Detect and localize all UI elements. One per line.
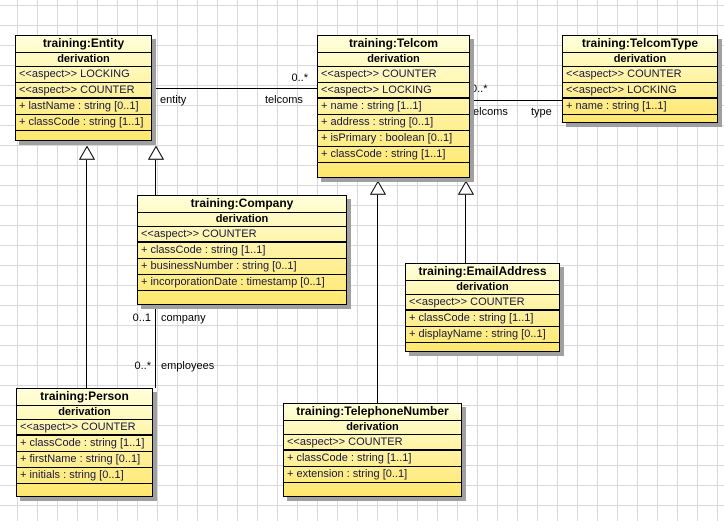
generalization-arrowhead-icon	[457, 180, 475, 195]
attribute-row: + businessNumber : string [0..1]	[138, 259, 346, 275]
generalization-line-person-to-entity[interactable]	[86, 160, 87, 388]
attribute-row: + initials : string [0..1]	[17, 468, 152, 484]
class-title: training:TelephoneNumber	[284, 404, 461, 421]
association-line-telcoms-type[interactable]	[470, 100, 562, 101]
class-derivation-label: derivation	[17, 406, 152, 420]
association-line-company-employees[interactable]	[155, 305, 156, 388]
attribute-row: + classCode : string [1..1]	[318, 147, 469, 163]
aspect-row: <<aspect>> LOCKING	[563, 83, 717, 99]
multiplicity-label: 0..*	[471, 83, 488, 95]
class-title: training:Person	[17, 389, 152, 406]
class-title: training:Telcom	[318, 36, 469, 53]
class-derivation-label: derivation	[318, 53, 469, 67]
aspect-row: <<aspect>> COUNTER	[17, 420, 152, 436]
attribute-row: + incorporationDate : timestamp [0..1]	[138, 275, 346, 291]
attribute-row: + name : string [1..1]	[318, 99, 469, 115]
role-label: telcoms	[470, 106, 508, 118]
class-derivation-label: derivation	[16, 53, 151, 67]
class-title: training:Entity	[16, 36, 151, 53]
class-derivation-label: derivation	[406, 281, 559, 295]
aspect-row: <<aspect>> COUNTER	[563, 67, 717, 83]
generalization-arrowhead-icon	[78, 145, 96, 160]
association-line-entity-telcoms[interactable]	[152, 88, 317, 89]
class-title: training:Company	[138, 196, 346, 213]
class-title: training:TelcomType	[563, 36, 717, 53]
aspect-row: <<aspect>> COUNTER	[138, 227, 346, 243]
multiplicity-label: 0..1	[132, 312, 151, 324]
aspect-row: <<aspect>> LOCKING	[16, 67, 151, 83]
multiplicity-label: 0..*	[291, 72, 308, 84]
generalization-arrowhead-icon	[369, 180, 387, 195]
class-derivation-label: derivation	[284, 421, 461, 435]
role-label: employees	[161, 360, 215, 372]
multiplicity-label: 0..*	[134, 360, 151, 372]
class-derivation-label: derivation	[563, 53, 717, 67]
aspect-row: <<aspect>> LOCKING	[318, 83, 469, 99]
generalization-line-emailaddress-to-telcom[interactable]	[465, 195, 466, 263]
attribute-row: + name : string [1..1]	[563, 99, 717, 115]
attribute-row: + classCode : string [1..1]	[138, 243, 346, 259]
attribute-row: + classCode : string [1..1]	[284, 451, 461, 467]
aspect-row: <<aspect>> COUNTER	[406, 295, 559, 311]
class-title: training:EmailAddress	[406, 264, 559, 281]
attribute-row: + address : string [0..1]	[318, 115, 469, 131]
role-label: type	[531, 106, 552, 118]
generalization-arrowhead-icon	[147, 145, 165, 160]
attribute-row: + classCode : string [1..1]	[406, 311, 559, 327]
aspect-row: <<aspect>> COUNTER	[284, 435, 461, 451]
aspect-row: <<aspect>> COUNTER	[318, 67, 469, 83]
attribute-row: + displayName : string [0..1]	[406, 327, 559, 343]
role-label: entity	[160, 94, 187, 106]
generalization-line-telephonenumber-to-telcom[interactable]	[377, 195, 378, 403]
role-label: company	[161, 312, 206, 324]
attribute-row: + classCode : string [1..1]	[16, 115, 151, 131]
attribute-row: + isPrimary : boolean [0..1]	[318, 131, 469, 147]
role-label: telcoms	[265, 94, 303, 106]
attribute-row: + classCode : string [1..1]	[17, 436, 152, 452]
attribute-row: + extension : string [0..1]	[284, 467, 461, 483]
attribute-row: + firstName : string [0..1]	[17, 452, 152, 468]
attribute-row: + lastName : string [0..1]	[16, 99, 151, 115]
class-derivation-label: derivation	[138, 213, 346, 227]
generalization-line-company-to-entity[interactable]	[155, 160, 156, 195]
aspect-row: <<aspect>> COUNTER	[16, 83, 151, 99]
